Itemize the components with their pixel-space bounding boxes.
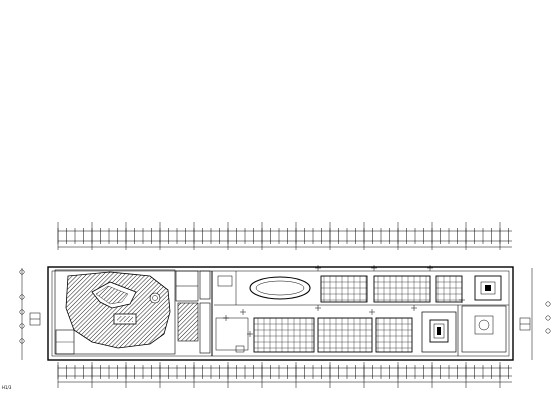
building-outline — [47, 266, 514, 361]
corner-room — [461, 305, 507, 353]
lobby-area — [54, 269, 176, 355]
upper-ceiling-zone — [214, 271, 509, 306]
small-room — [474, 275, 502, 301]
stair-core — [175, 270, 213, 356]
ceiling-panel — [435, 275, 463, 303]
right-grid-marks — [519, 268, 551, 360]
feature-room — [421, 311, 457, 353]
ceiling-detail-marks — [223, 265, 465, 337]
ceiling-panel — [375, 317, 413, 353]
ceiling-panel — [317, 317, 373, 353]
bottom-dimension-chain — [57, 362, 512, 388]
ceiling-panel — [253, 317, 315, 353]
oval-ceiling — [249, 276, 311, 300]
top-dimension-chain — [57, 222, 512, 250]
bottom-left-label: H1/3 — [2, 385, 12, 390]
left-grid-marks — [19, 268, 41, 360]
ceiling-panel — [373, 275, 431, 303]
ceiling-panel — [320, 275, 368, 303]
lower-ceiling-zone — [215, 305, 507, 356]
